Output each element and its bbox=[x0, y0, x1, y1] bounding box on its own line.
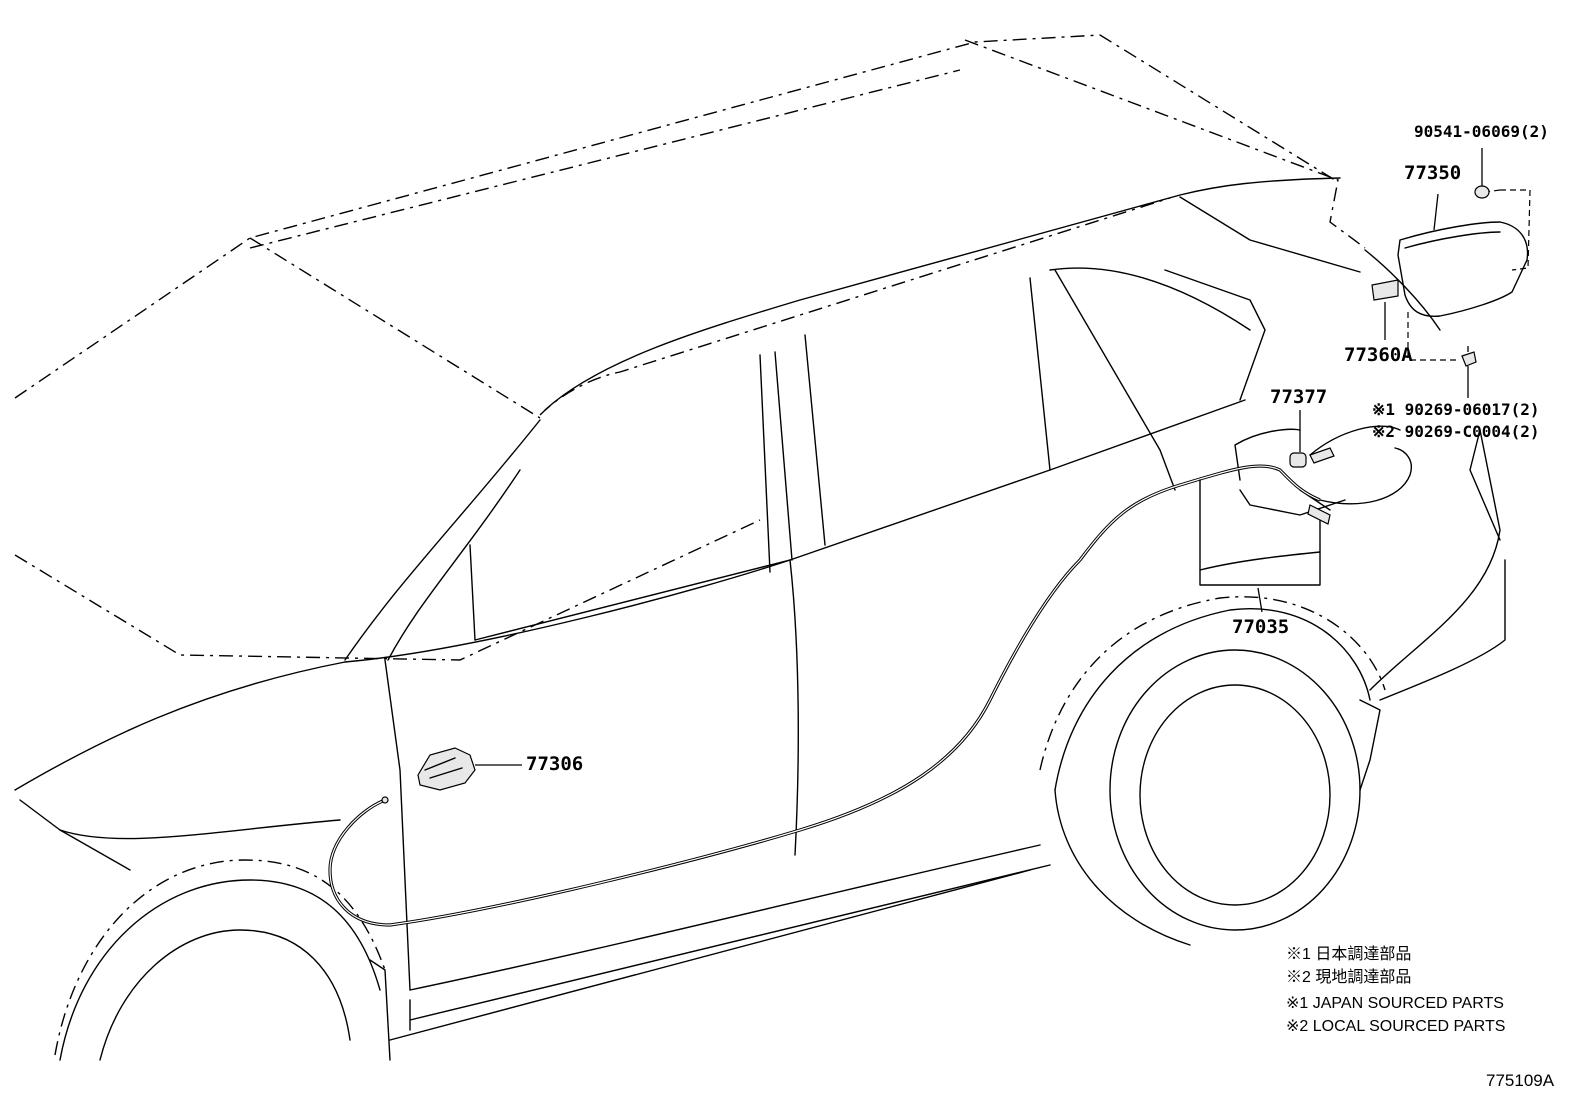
rear-wheel bbox=[1039, 249, 1506, 946]
part-77035-bracket bbox=[1199, 479, 1321, 613]
label-77350: 77350 bbox=[1404, 162, 1462, 184]
part-77377-holder bbox=[1289, 410, 1335, 525]
fuel-lid-cable bbox=[328, 425, 1412, 927]
label-77035: 77035 bbox=[1232, 616, 1290, 638]
part-90541-cushion bbox=[1474, 148, 1490, 199]
label-90269-06017: ※1 90269-06017(2) bbox=[1372, 400, 1540, 419]
legend-local-sourced-en: ※2 LOCAL SOURCED PARTS bbox=[1286, 1018, 1506, 1035]
part-77360a-hinge bbox=[1371, 279, 1399, 340]
label-77377: 77377 bbox=[1270, 386, 1328, 408]
part-77306-lever bbox=[417, 747, 522, 791]
roof-outline bbox=[14, 34, 1366, 661]
label-90541-06069: 90541-06069(2) bbox=[1414, 122, 1549, 141]
part-77350-fuel-lid bbox=[1397, 189, 1531, 361]
label-77360a: 77360A bbox=[1344, 344, 1413, 366]
body-lines bbox=[14, 177, 1361, 1041]
front-wheel bbox=[19, 799, 391, 1061]
diagram-id: 775109A bbox=[1486, 1071, 1555, 1090]
label-90269-c0004: ※2 90269-C0004(2) bbox=[1372, 422, 1540, 441]
legend-local-sourced-jp: ※2 現地調達部品 bbox=[1286, 969, 1412, 986]
label-77306: 77306 bbox=[526, 753, 584, 775]
part-90269-clip bbox=[1461, 346, 1477, 398]
legend-japan-sourced-en: ※1 JAPAN SOURCED PARTS bbox=[1286, 995, 1504, 1012]
legend-japan-sourced-jp: ※1 日本調達部品 bbox=[1286, 946, 1412, 963]
